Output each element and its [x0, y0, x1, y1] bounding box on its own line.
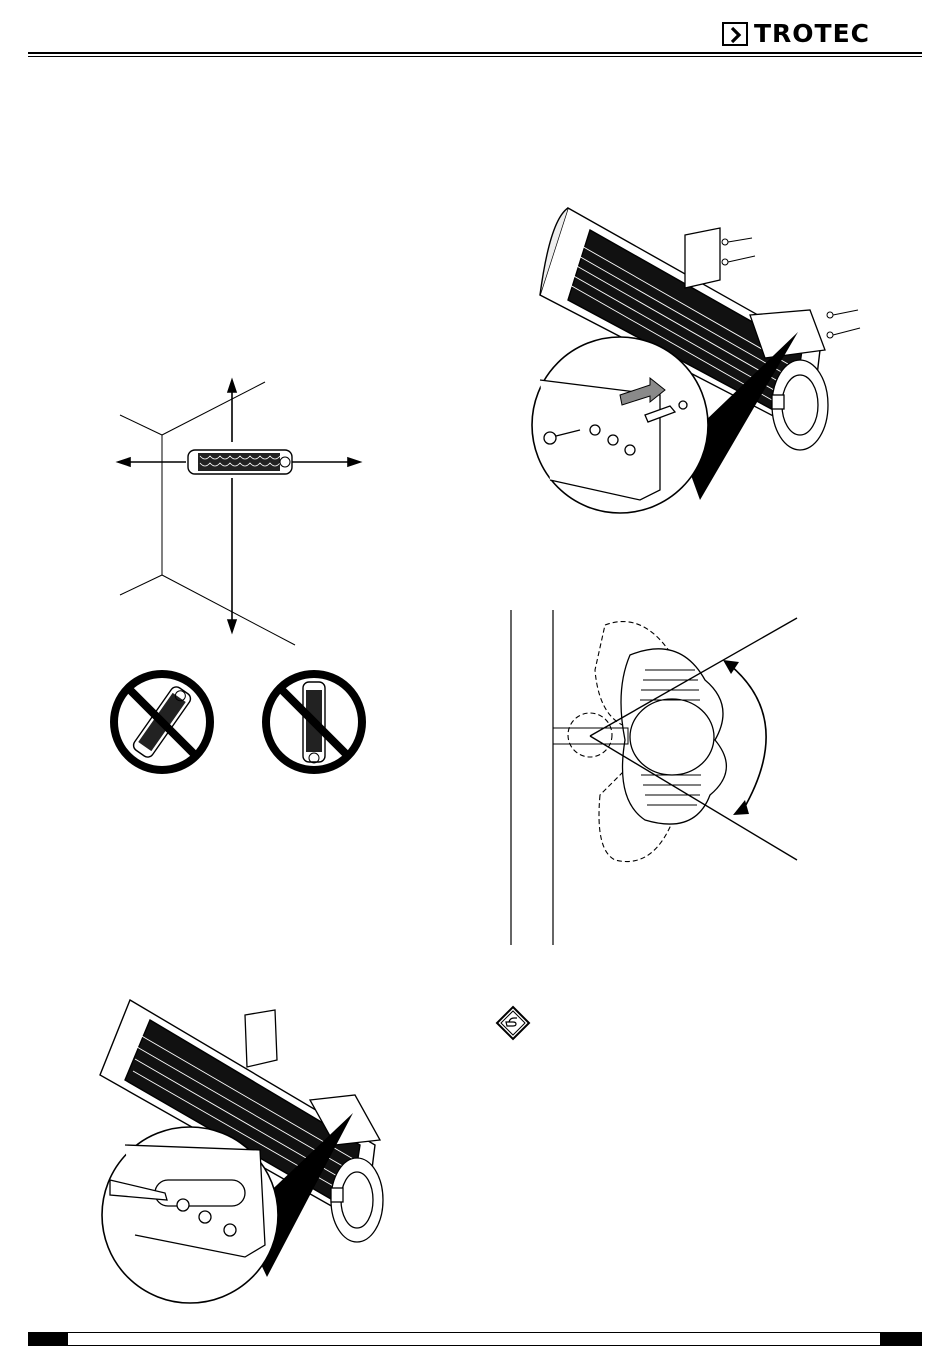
trotec-logo: TROTEC	[722, 20, 922, 50]
header-rule-thin	[28, 56, 922, 57]
prohibited-vertical-mounting-icon	[258, 666, 370, 778]
bracket-screw-assembly-illustration	[520, 200, 880, 520]
tilt-angle-side-view	[505, 610, 805, 950]
footer-page-block-left	[28, 1332, 68, 1346]
hand-pointing-note-icon	[495, 1005, 531, 1041]
brand-name: TROTEC	[754, 19, 870, 49]
bracket-adjustment-illustration	[95, 995, 395, 1310]
footer-page-block-right	[880, 1332, 922, 1346]
footer-bar	[28, 1332, 922, 1346]
heater-clearance-diagram	[100, 370, 380, 640]
chevron-right-icon	[722, 22, 748, 46]
header-rule	[28, 52, 922, 54]
prohibited-diagonal-mounting-icon	[106, 666, 218, 778]
